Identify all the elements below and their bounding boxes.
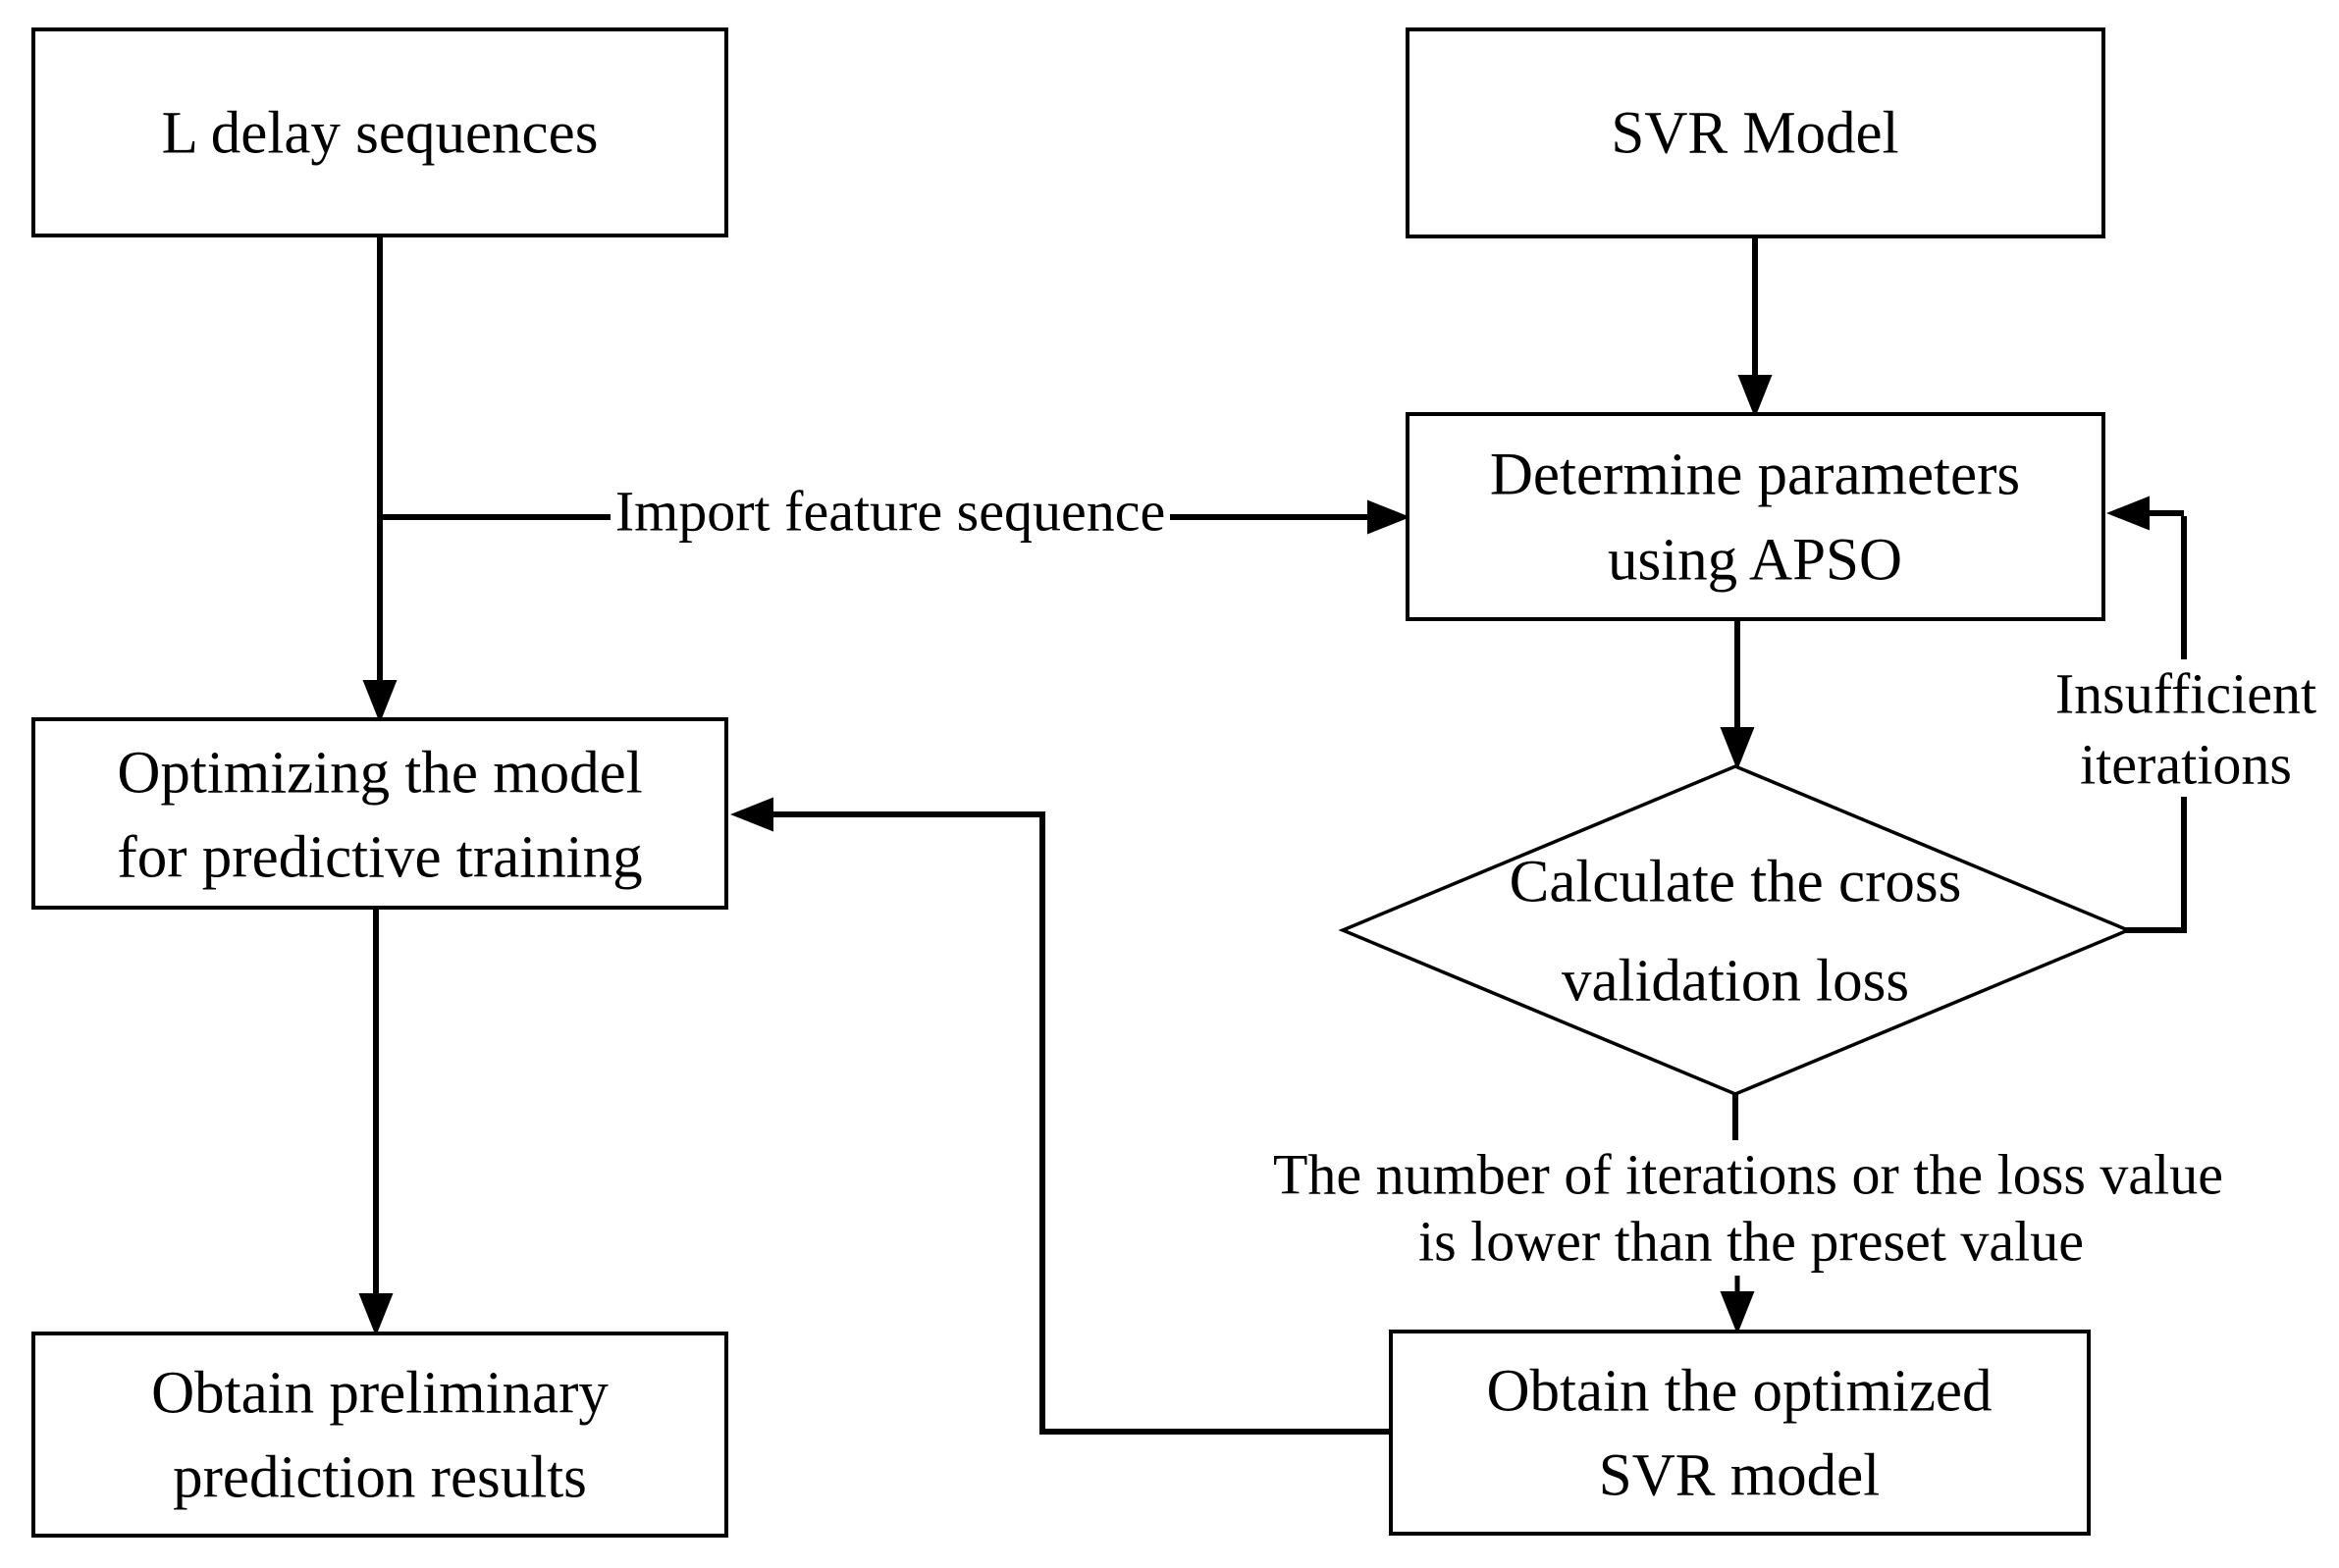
node-box-determine-parameters-apso (1406, 412, 2105, 621)
node-label-optimizing-model-predictive-training-line1: Optimizing the model (117, 741, 642, 807)
node-optimizing-model-predictive-training: Optimizing the model for predictive train… (31, 717, 728, 910)
label-text-insufficient-iterations-line2: iterations (2080, 733, 2292, 797)
arrowhead-condition-to-optimized (1720, 1291, 1755, 1334)
arrowhead-determine-to-diamond (1720, 727, 1755, 770)
label-import-feature-sequence: Import feature sequence (615, 480, 1165, 544)
edge-import-arrow (1170, 499, 1410, 535)
edge-ldelay-to-optimizing (362, 232, 398, 723)
edge-optimized-to-optimizing (730, 797, 1394, 1435)
node-label-optimizing-model-predictive-training-line2: for predictive training (117, 825, 642, 891)
node-label-determine-parameters-apso-line1: Determine parameters (1490, 443, 2020, 508)
node-box-l-delay-sequences (31, 27, 728, 237)
label-text-insufficient-iterations-line1: Insufficient (2055, 662, 2316, 726)
node-calculate-cross-validation-loss: Calculate the cross validation loss (1338, 764, 2133, 1096)
arrowhead-ldelay-to-optimizing (362, 680, 398, 723)
node-label-l-delay-sequences-line1: L delay sequences (162, 101, 599, 167)
label-text-loop-exit-condition-line1: The number of iterations or the loss val… (1273, 1143, 2223, 1207)
node-box-svr-model (1406, 27, 2105, 238)
node-label-calculate-cross-validation-loss-line1: Calculate the cross (1510, 850, 1962, 915)
edge-svr-to-determine (1737, 234, 1773, 418)
node-label-calculate-cross-validation-loss-line2: validation loss (1562, 949, 1909, 1015)
node-l-delay-sequences: L delay sequences (31, 27, 728, 237)
label-loop-exit-condition: The number of iterations or the loss val… (1273, 1143, 2223, 1274)
node-box-optimizing-model-predictive-training (31, 717, 728, 910)
edge-optimizing-to-results (358, 906, 394, 1336)
node-label-svr-model-line1: SVR Model (1611, 101, 1898, 167)
label-text-loop-exit-condition-line2: is lower than the preset value (1418, 1210, 2084, 1274)
node-label-obtain-optimized-svr-model-line2: SVR model (1599, 1443, 1880, 1509)
label-insufficient-iterations: Insufficient iterations (2055, 662, 2316, 797)
node-svr-model: SVR Model (1406, 27, 2105, 238)
arrowhead-optimizing-to-results (358, 1293, 394, 1336)
node-label-obtain-optimized-svr-model-line1: Obtain the optimized (1487, 1359, 1993, 1425)
arrowhead-import-arrow (1367, 499, 1410, 535)
label-text-import-feature-sequence-line1: Import feature sequence (615, 480, 1165, 544)
node-box-obtain-optimized-svr-model (1389, 1330, 2091, 1536)
node-label-obtain-preliminary-prediction-results-line1: Obtain preliminary (151, 1361, 609, 1427)
edge-line-optimized-to-optimizing (764, 811, 1394, 1435)
arrowhead-optimized-to-optimizing (730, 797, 773, 832)
node-obtain-preliminary-prediction-results: Obtain preliminary prediction results (31, 1332, 728, 1538)
edge-condition-to-optimized (1720, 1276, 1755, 1334)
edge-feedback-arrow (2106, 496, 2184, 531)
node-determine-parameters-apso: Determine parameters using APSO (1406, 412, 2105, 621)
node-label-determine-parameters-apso-line2: using APSO (1608, 528, 1902, 594)
node-box-obtain-preliminary-prediction-results (31, 1332, 728, 1538)
node-label-obtain-preliminary-prediction-results-line2: prediction results (173, 1445, 587, 1511)
edge-determine-to-diamond (1720, 617, 1755, 770)
arrowhead-svr-to-determine (1737, 375, 1773, 418)
arrowhead-feedback-arrow (2106, 496, 2150, 531)
node-diamond-calculate-cross-validation-loss (1338, 764, 2133, 1096)
